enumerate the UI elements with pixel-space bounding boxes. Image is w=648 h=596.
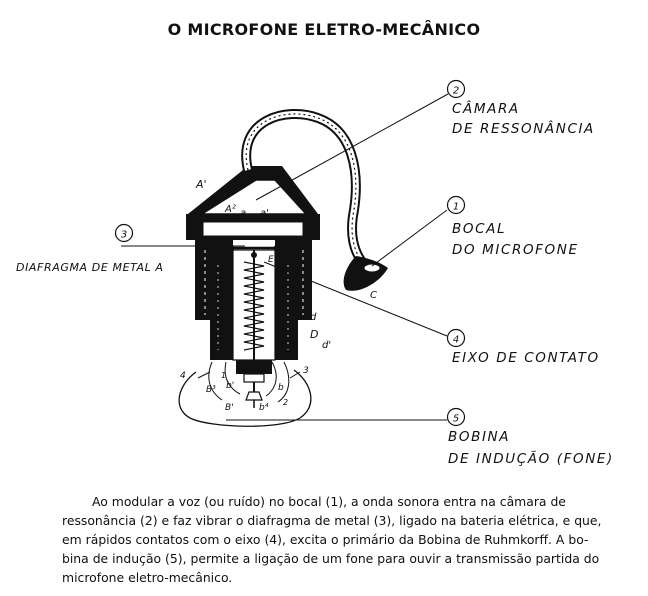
diagram-title: O MICROFONE ELETRO-MECÂNICO [167,20,481,39]
caption-line-3: em rápidos contatos com o eixo (4), exci… [62,532,589,547]
callout-line-1 [371,209,448,267]
part-letter-d-big: D [310,328,318,341]
part-letter-a2: A² [224,204,236,215]
callout-label-3: DIAFRAGMA DE METAL A [16,261,164,274]
callout-circle-4: 4 [446,328,466,348]
callout-label-5-line2: DE INDUÇÃO (FONE) [448,450,614,467]
callout-number-2: 2 [453,86,459,97]
caption-line-4: bina de indução (5), permite a ligação d… [62,551,600,566]
callout-label-4: EIXO DE CONTATO [452,350,600,366]
housing-left-wall [195,240,233,360]
callout-label-1-line1: BOCAL [452,221,506,237]
callout-label-2-line2: DE RESSONÂNCIA [452,119,595,137]
contact-spring [243,261,265,351]
part-letter-a: a [240,208,246,219]
callout-number-5: 5 [453,414,459,425]
part-letter-b4: b⁴ [259,403,269,413]
part-letter-e-small: e [277,255,283,265]
part-letters: A' A² a a' E e C d D d' 4 3 B³ b' b B' b… [180,178,377,413]
part-letter-d-prime: d' [322,340,331,351]
callout-number-4: 4 [453,335,459,346]
callout-number-1: 1 [453,202,459,213]
mouthpiece [343,256,388,291]
part-letter-d: d [310,312,317,323]
callout-circle-1: 1 [446,195,466,215]
callout-label-1-line2: DO MICROFONE [452,242,579,258]
callout-line-4 [263,261,448,337]
part-letter-2: 2 [283,398,288,407]
part-letter-c: C [370,290,377,301]
part-letter-b-prime-big: B' [225,403,234,413]
caption: Ao modular a voz (ou ruído) no bocal (1)… [62,492,622,587]
caption-line-1: Ao modular a voz (ou ruído) no bocal (1)… [92,494,566,509]
part-letter-a-prime: A' [195,178,207,191]
callout-label-5-line1: BOBINA [448,429,510,445]
callout-circle-5: 5 [446,407,466,427]
flexible-tube [241,109,367,265]
callout-line-2 [255,93,449,201]
part-letter-b: b [278,383,284,393]
callout-circle-3: 3 [114,223,134,243]
part-letter-b-prime: b' [226,381,234,391]
part-letter-3: 3 [303,366,309,376]
part-letter-a-prime-small: a' [260,208,269,219]
part-letter-4: 4 [180,371,186,381]
part-letter-1: 1 [221,371,226,380]
callout-label-2-line1: CÂMARA [452,99,520,117]
part-letter-e: E [268,255,274,265]
callout-lines [121,93,449,421]
part-letter-b3: B³ [206,385,216,395]
callout-number-3: 3 [121,230,127,241]
caption-line-2: ressonância (2) e faz vibrar o diafragma… [62,513,602,528]
microphone-body [186,166,320,408]
callout-circle-2: 2 [446,79,466,99]
caption-line-5: microfone eletro-mecânico. [62,570,233,585]
induction-coil-bulb [178,361,312,427]
